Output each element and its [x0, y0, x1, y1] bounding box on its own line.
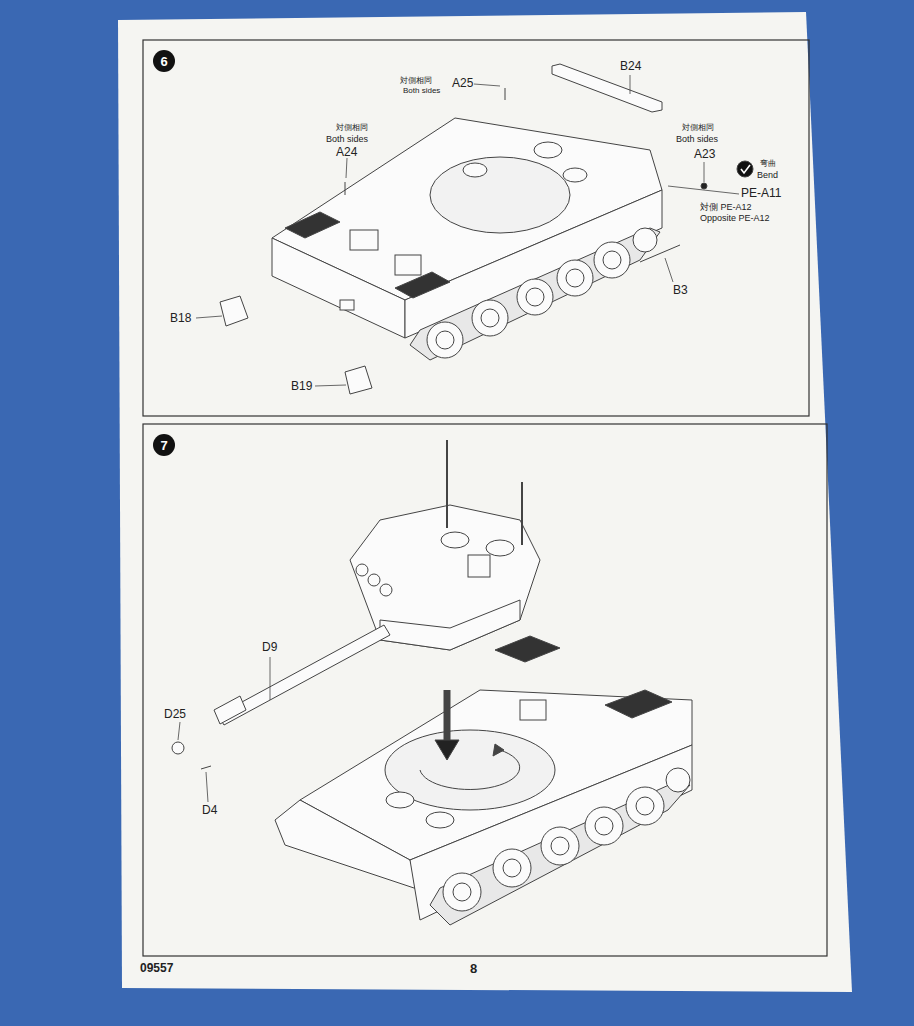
step-frame [143, 40, 809, 416]
part-label: 弯曲 [760, 160, 776, 169]
step-number: 6 [153, 50, 175, 72]
step-number-text: 7 [160, 438, 167, 453]
part-label: A23 [694, 148, 715, 161]
turret-drawing [172, 440, 540, 769]
part-label: B24 [620, 60, 641, 73]
leader-line [196, 75, 739, 386]
part-label: D25 [164, 708, 186, 721]
part-label: B19 [291, 380, 312, 393]
part-label: A25 [452, 77, 473, 90]
part-label: PE-A11 [741, 187, 781, 200]
hull-drawing [272, 118, 662, 360]
part-drawing [220, 64, 753, 394]
part-label: 対側相同 [400, 77, 432, 86]
leader-line [178, 657, 270, 802]
part-label: 対側 PE-A12 [700, 203, 752, 213]
part-label: Opposite PE-A12 [700, 214, 770, 224]
part-label: 対側相同 [682, 124, 714, 133]
part-label: D4 [202, 804, 217, 817]
paper-sheet [118, 12, 852, 992]
part-label: Both sides [676, 135, 718, 145]
page-number: 8 [470, 962, 477, 976]
step-number-text: 6 [160, 54, 167, 69]
step-frame [143, 424, 827, 956]
part-label: Both sides [326, 135, 368, 145]
part-label: B18 [170, 312, 191, 325]
part-label: 対側相同 [336, 124, 368, 133]
part-label: Both sides [403, 87, 440, 96]
part-label: B3 [673, 284, 688, 297]
part-label: Bend [757, 171, 778, 181]
part-label: D9 [262, 641, 277, 654]
part-label: A24 [336, 146, 357, 159]
page-number: 09557 [140, 962, 173, 975]
step-number: 7 [153, 434, 175, 456]
hull-drawing [275, 636, 692, 925]
